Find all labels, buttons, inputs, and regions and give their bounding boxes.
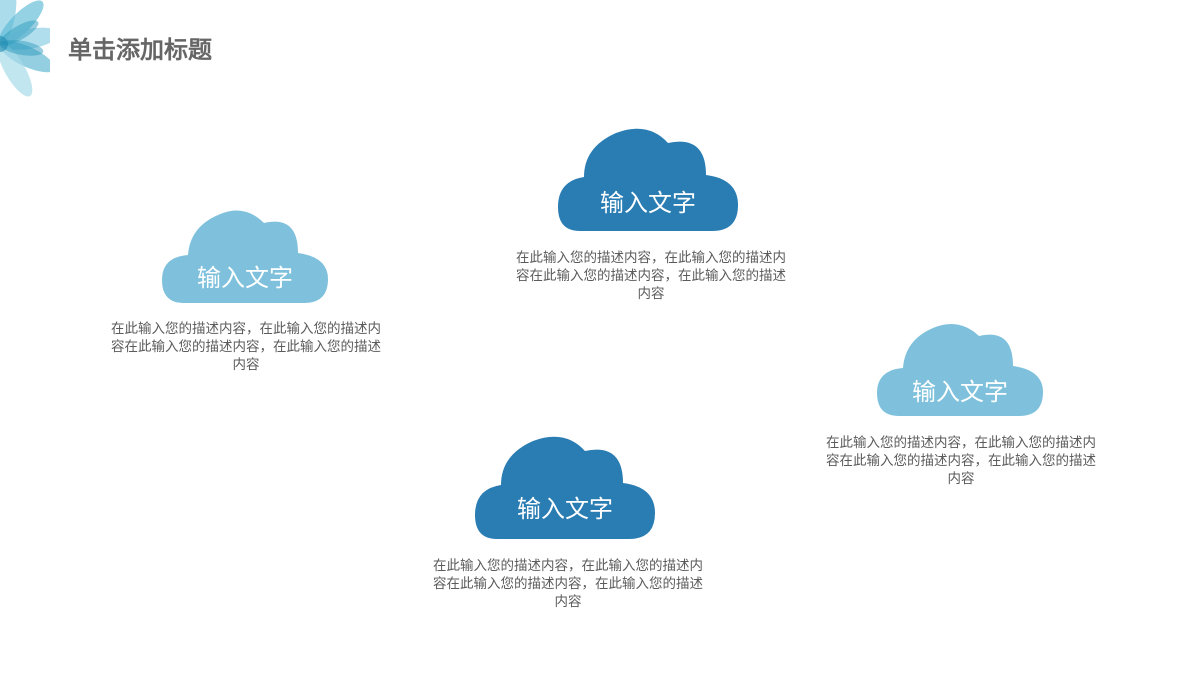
flower-icon bbox=[0, 0, 50, 97]
cloud-item-3: 输入文字 在此输入您的描述内容，在此输入您的描述内容在此输入您的描述内容，在此输… bbox=[825, 320, 1097, 495]
cloud-label[interactable]: 输入文字 bbox=[600, 189, 696, 217]
description-text[interactable]: 在此输入您的描述内容，在此输入您的描述内容在此输入您的描述内容，在此输入您的描述… bbox=[111, 321, 381, 373]
description-text[interactable]: 在此输入您的描述内容，在此输入您的描述内容在此输入您的描述内容，在此输入您的描述… bbox=[516, 250, 786, 302]
cloud-shape bbox=[475, 436, 655, 539]
cloud-item-1: 输入文字 在此输入您的描述内容，在此输入您的描述内容在此输入您的描述内容，在此输… bbox=[110, 205, 382, 380]
cloud-shape bbox=[877, 323, 1043, 416]
cloud-shape bbox=[162, 210, 328, 303]
cloud-label[interactable]: 输入文字 bbox=[912, 378, 1008, 406]
cloud-item-2: 输入文字 在此输入您的描述内容，在此输入您的描述内容在此输入您的描述内容，在此输… bbox=[515, 125, 787, 305]
cloud-shape bbox=[558, 128, 738, 231]
cloud-label[interactable]: 输入文字 bbox=[517, 495, 613, 523]
description-text[interactable]: 在此输入您的描述内容，在此输入您的描述内容在此输入您的描述内容，在此输入您的描述… bbox=[826, 435, 1096, 487]
description-text[interactable]: 在此输入您的描述内容，在此输入您的描述内容在此输入您的描述内容，在此输入您的描述… bbox=[433, 558, 703, 610]
page-title[interactable]: 单击添加标题 bbox=[68, 36, 212, 64]
cloud-item-4: 输入文字 在此输入您的描述内容，在此输入您的描述内容在此输入您的描述内容，在此输… bbox=[432, 433, 704, 613]
cloud-label[interactable]: 输入文字 bbox=[197, 264, 293, 292]
